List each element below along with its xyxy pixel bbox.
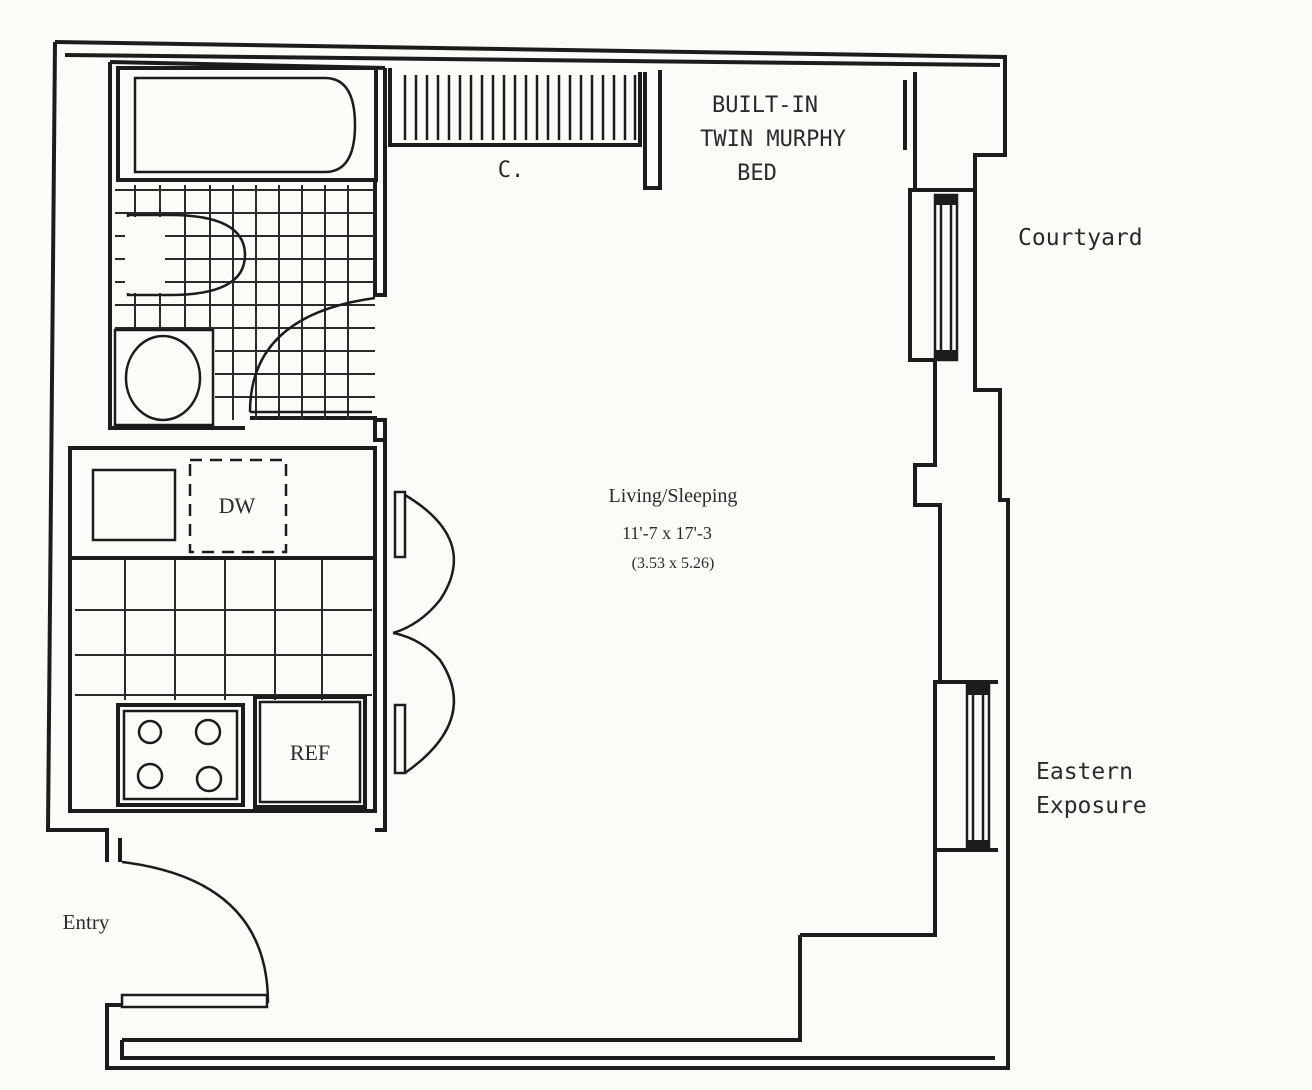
eastern-exposure-label-2: Exposure xyxy=(1036,793,1147,819)
living-room-dims: 11'-7 x 17'-3 xyxy=(622,523,712,543)
bathroom-door-swing xyxy=(248,296,376,413)
bathroom-sink xyxy=(124,334,202,422)
bathtub xyxy=(133,76,357,174)
window-courtyard xyxy=(933,193,959,362)
dishwasher-label: DW xyxy=(219,493,256,518)
refrigerator-label: REF xyxy=(290,740,330,765)
bathroom xyxy=(108,60,387,442)
kitchen-tile xyxy=(75,560,372,700)
entry-label: Entry xyxy=(63,910,110,934)
murphy-bed-label-1: BUILT-IN xyxy=(712,93,818,118)
murphy-bed-label-2: TWIN MURPHY xyxy=(700,127,846,152)
dishwasher xyxy=(188,458,288,554)
kitchen-sink xyxy=(91,468,177,542)
kitchen xyxy=(68,418,387,832)
eastern-exposure-label-1: Eastern xyxy=(1036,759,1133,785)
living-room-dims-metric: (3.53 x 5.26) xyxy=(632,555,715,572)
closet-label: C. xyxy=(498,158,525,183)
closet xyxy=(388,68,907,190)
entry-door xyxy=(120,860,270,1009)
stove xyxy=(122,709,239,801)
murphy-bed-label-3: BED xyxy=(737,161,777,186)
window-eastern xyxy=(965,683,991,852)
courtyard-label: Courtyard xyxy=(1018,225,1143,251)
kitchen-doors xyxy=(392,490,456,775)
refrigerator xyxy=(258,700,362,804)
toilet xyxy=(126,213,247,297)
outer-walls xyxy=(45,40,1010,1070)
living-room-name: Living/Sleeping xyxy=(609,485,738,507)
